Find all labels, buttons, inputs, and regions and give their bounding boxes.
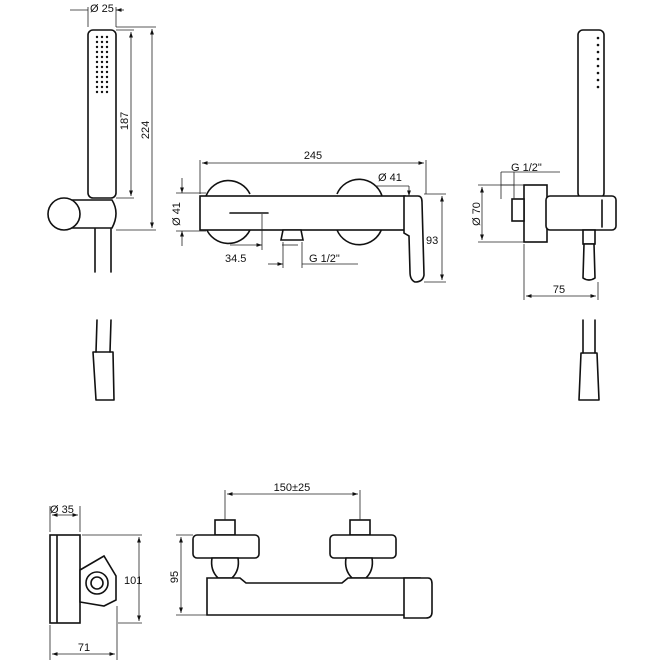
dim-handshower-total-height: 224 (140, 121, 152, 139)
side-hose-connector (578, 352, 600, 401)
right-flange-bottom (336, 227, 383, 246)
side-lever (582, 243, 596, 281)
dim-inlet-centers: 150±25 (274, 482, 311, 494)
handshower-nozzles (95, 35, 109, 94)
side-mixer-body (545, 195, 617, 231)
handshower-front-view: Ø 25 187 224 (47, 3, 156, 401)
dim-flange-diameter: Ø 41 (378, 172, 402, 184)
dim-holder-depth: 71 (78, 642, 90, 654)
side-hose-lower (582, 319, 596, 354)
right-escutcheon (329, 534, 397, 559)
mixer-side-view: G 1/2" Ø 70 75 (471, 29, 617, 401)
holder-ring (85, 571, 109, 595)
hose-connector (92, 351, 115, 401)
dim-holder-height: 101 (124, 575, 142, 587)
dim-bar-height: 95 (169, 571, 181, 583)
mixer-lever (403, 195, 425, 283)
dim-spout-thread: G 1/2" (309, 253, 340, 265)
dim-side-outlet-thread: G 1/2" (511, 162, 542, 174)
mixer-front-view: 245 Ø 41 Ø 41 93 34.5 G 1/2" (171, 150, 446, 283)
left-escutcheon (192, 534, 260, 559)
spout-outlet (280, 229, 304, 241)
side-nozzles (596, 36, 600, 89)
dim-holder-diameter: Ø 35 (50, 504, 74, 516)
dim-mixer-height: 93 (426, 235, 438, 247)
left-flange-top (205, 179, 251, 197)
dim-mixer-length: 245 (304, 150, 322, 162)
hose-lower (95, 319, 112, 353)
side-connection (511, 198, 525, 222)
side-spout (582, 229, 596, 245)
hose-upper (94, 228, 112, 273)
dim-flange-diameter-left: Ø 41 (171, 202, 183, 226)
side-wall-flange (523, 184, 548, 243)
side-handshower-body (577, 29, 605, 199)
right-flange-top (336, 178, 383, 197)
bar-end-cap (403, 577, 433, 619)
dim-handshower-diameter: Ø 25 (90, 3, 114, 15)
left-union (210, 557, 240, 579)
exposed-bar-view: 150±25 95 (169, 482, 433, 619)
bar-body (206, 577, 421, 616)
wall-holder-view: Ø 35 101 71 (49, 504, 142, 660)
right-inlet-nipple (349, 519, 371, 536)
wall-holder-knob (47, 197, 81, 231)
dim-side-flange-diameter: Ø 70 (471, 202, 483, 226)
right-union (344, 557, 374, 579)
left-inlet-nipple (214, 519, 236, 536)
left-flange-bottom (205, 227, 251, 245)
dim-side-depth: 75 (553, 284, 565, 296)
handshower-body (87, 29, 117, 199)
dim-spout-offset: 34.5 (225, 253, 246, 265)
dim-handshower-length: 187 (119, 112, 131, 130)
holder-body (49, 534, 81, 624)
